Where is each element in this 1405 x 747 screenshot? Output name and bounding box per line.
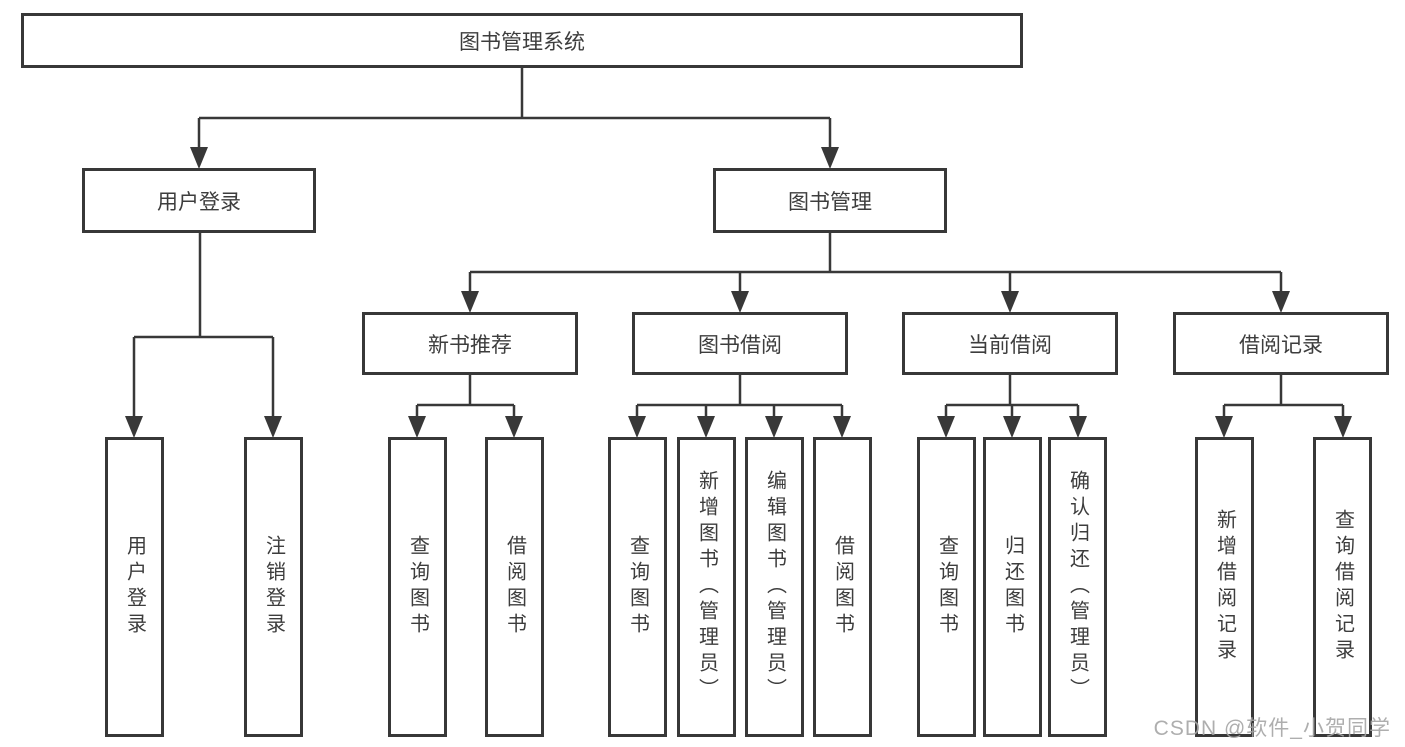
leaf-user-login: 用户登录	[105, 437, 164, 737]
arrowhead	[125, 416, 143, 438]
leaf-label: 注销登录	[262, 535, 285, 639]
connector-borrowing-to-leaves	[635, 375, 844, 416]
arrowheads	[125, 147, 1352, 438]
leaf-logout: 注销登录	[244, 437, 303, 737]
arrowhead	[937, 416, 955, 438]
connector-recommend-to-leaves	[415, 375, 516, 416]
node-label: 用户登录	[157, 190, 241, 214]
leaf-confirm-return-admin: 确认归还（管理员）	[1048, 437, 1107, 737]
node-user-login: 用户登录	[82, 168, 316, 233]
leaf-label: 借阅图书	[831, 535, 854, 639]
leaf-label: 确认归还（管理员）	[1066, 470, 1089, 704]
leaf-label: 归还图书	[1001, 535, 1024, 639]
arrowhead	[1215, 416, 1233, 438]
connector-login-to-leaves	[132, 233, 275, 416]
leaf-label: 借阅图书	[503, 535, 526, 639]
arrowhead	[461, 291, 479, 313]
leaf-label: 新增借阅记录	[1213, 509, 1236, 665]
arrowhead	[1003, 416, 1021, 438]
leaf-query-books-borrowing: 查询图书	[608, 437, 667, 737]
connector-records-to-leaves	[1222, 375, 1345, 416]
leaf-label: 编辑图书（管理员）	[763, 470, 786, 704]
node-label: 图书借阅	[698, 333, 782, 357]
node-borrowing-records: 借阅记录	[1173, 312, 1389, 375]
arrowhead	[1069, 416, 1087, 438]
node-label: 图书管理	[788, 190, 872, 214]
node-book-borrowing: 图书借阅	[632, 312, 848, 375]
leaf-label: 查询图书	[406, 535, 429, 639]
arrowhead	[833, 416, 851, 438]
leaf-return-books: 归还图书	[983, 437, 1042, 737]
leaf-label: 查询借阅记录	[1331, 509, 1354, 665]
arrowhead	[505, 416, 523, 438]
node-label: 新书推荐	[428, 333, 512, 357]
node-new-book-recommend: 新书推荐	[362, 312, 578, 375]
leaf-query-borrow-record: 查询借阅记录	[1313, 437, 1372, 737]
leaf-borrow-books-recommend: 借阅图书	[485, 437, 544, 737]
leaf-edit-books-admin: 编辑图书（管理员）	[745, 437, 804, 737]
connector-mgmt-to-level3	[468, 233, 1283, 291]
leaf-query-books-current: 查询图书	[917, 437, 976, 737]
arrowhead	[1334, 416, 1352, 438]
leaf-label: 新增图书（管理员）	[695, 470, 718, 704]
arrowhead	[1001, 291, 1019, 313]
leaf-borrow-books: 借阅图书	[813, 437, 872, 737]
arrowhead	[765, 416, 783, 438]
arrowhead	[697, 416, 715, 438]
connector-root-to-level2	[197, 68, 832, 147]
connector-current-to-leaves	[944, 375, 1080, 416]
arrowhead	[731, 291, 749, 313]
csdn-watermark: CSDN @软件_小贺同学	[1153, 717, 1391, 740]
node-library-management-system: 图书管理系统	[21, 13, 1023, 68]
leaf-label: 用户登录	[123, 535, 146, 639]
arrowhead	[821, 147, 839, 169]
leaf-label: 查询图书	[935, 535, 958, 639]
arrowhead	[408, 416, 426, 438]
leaf-add-borrow-record: 新增借阅记录	[1195, 437, 1254, 737]
node-label: 借阅记录	[1239, 333, 1323, 357]
node-current-borrowing: 当前借阅	[902, 312, 1118, 375]
arrowhead	[1272, 291, 1290, 313]
node-label: 当前借阅	[968, 333, 1052, 357]
arrowhead	[264, 416, 282, 438]
node-book-management: 图书管理	[713, 168, 947, 233]
leaf-query-books-recommend: 查询图书	[388, 437, 447, 737]
leaf-add-books-admin: 新增图书（管理员）	[677, 437, 736, 737]
arrowhead	[628, 416, 646, 438]
leaf-label: 查询图书	[626, 535, 649, 639]
node-label: 图书管理系统	[459, 30, 585, 54]
arrowhead	[190, 147, 208, 169]
